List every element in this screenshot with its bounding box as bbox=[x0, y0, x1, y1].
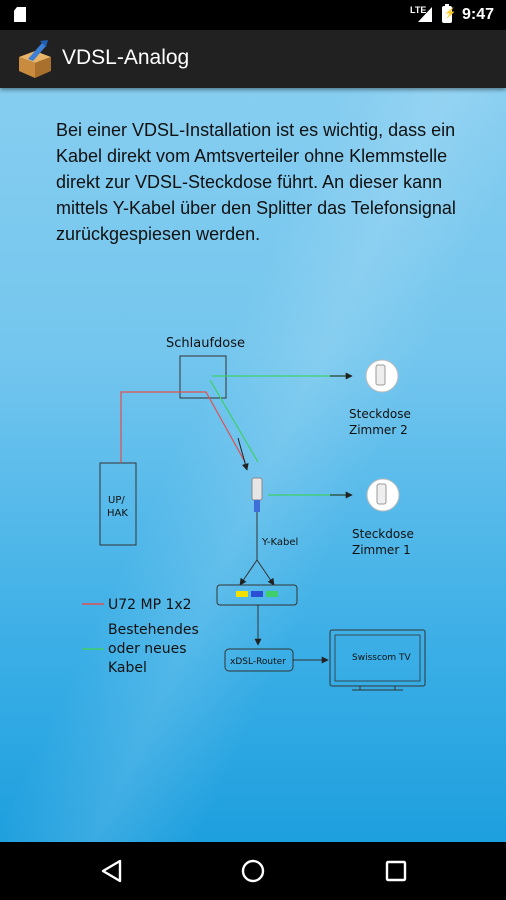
status-bar: LTE ⚡ 9:47 bbox=[0, 0, 506, 30]
steckdose1-label-1: Steckdose bbox=[352, 527, 414, 541]
sd-card-icon bbox=[14, 7, 26, 22]
app-title: VDSL-Analog bbox=[62, 46, 190, 69]
y-split-right bbox=[256, 559, 275, 586]
legend-green-label-2: oder neues bbox=[108, 641, 187, 657]
back-icon[interactable] bbox=[92, 854, 132, 888]
steckdose2-label-1: Steckdose bbox=[349, 407, 411, 421]
green-cable-zimmer1 bbox=[209, 379, 259, 463]
uphak-box bbox=[99, 462, 137, 546]
intro-text: Bei einer VDSL-Installation ist es wicht… bbox=[56, 120, 456, 244]
uphak-label-1: UP/ bbox=[108, 495, 125, 506]
navigation-bar bbox=[0, 842, 506, 900]
battery-icon bbox=[442, 4, 452, 23]
arrow-to-plug bbox=[237, 437, 249, 471]
recents-icon[interactable] bbox=[376, 854, 416, 888]
signal-icon bbox=[418, 7, 432, 22]
steckdose2-label-2: Zimmer 2 bbox=[349, 423, 408, 437]
steckdose1-label-2: Zimmer 1 bbox=[352, 543, 411, 557]
app-bar: VDSL-Analog bbox=[0, 30, 506, 88]
red-cable-line bbox=[120, 391, 246, 463]
main-content: Bei einer VDSL-Installation ist es wicht… bbox=[0, 88, 506, 842]
schlaufdose-label: Schlaufdose bbox=[166, 336, 245, 351]
home-icon[interactable] bbox=[233, 854, 273, 888]
clock: 9:47 bbox=[462, 6, 495, 23]
app-logo-icon bbox=[19, 40, 51, 78]
legend-green-label-1: Bestehendes bbox=[108, 622, 199, 638]
tv-icon bbox=[329, 629, 426, 691]
uphak-label-2: HAK bbox=[107, 508, 128, 519]
legend-red-label: U72 MP 1x2 bbox=[108, 597, 192, 613]
socket-zimmer1-icon bbox=[366, 478, 400, 512]
y-cable-plug-icon bbox=[251, 477, 263, 512]
charging-icon: ⚡ bbox=[444, 7, 456, 21]
tv-label: Swisscom TV bbox=[352, 653, 412, 663]
legend-green-label-3: Kabel bbox=[108, 660, 147, 676]
router-label: xDSL-Router bbox=[230, 657, 286, 667]
splitter-box bbox=[216, 584, 298, 606]
vdsl-wiring-diagram: Schlaufdose UP/ HAK Steckdose Zimmer 2 S… bbox=[82, 336, 426, 691]
ykabel-label: Y-Kabel bbox=[261, 537, 298, 548]
schlaufdose-box bbox=[179, 355, 227, 399]
socket-zimmer2-icon bbox=[365, 359, 399, 393]
network-type: LTE bbox=[410, 5, 427, 15]
background-ray bbox=[0, 88, 506, 842]
y-split-left bbox=[239, 559, 258, 586]
